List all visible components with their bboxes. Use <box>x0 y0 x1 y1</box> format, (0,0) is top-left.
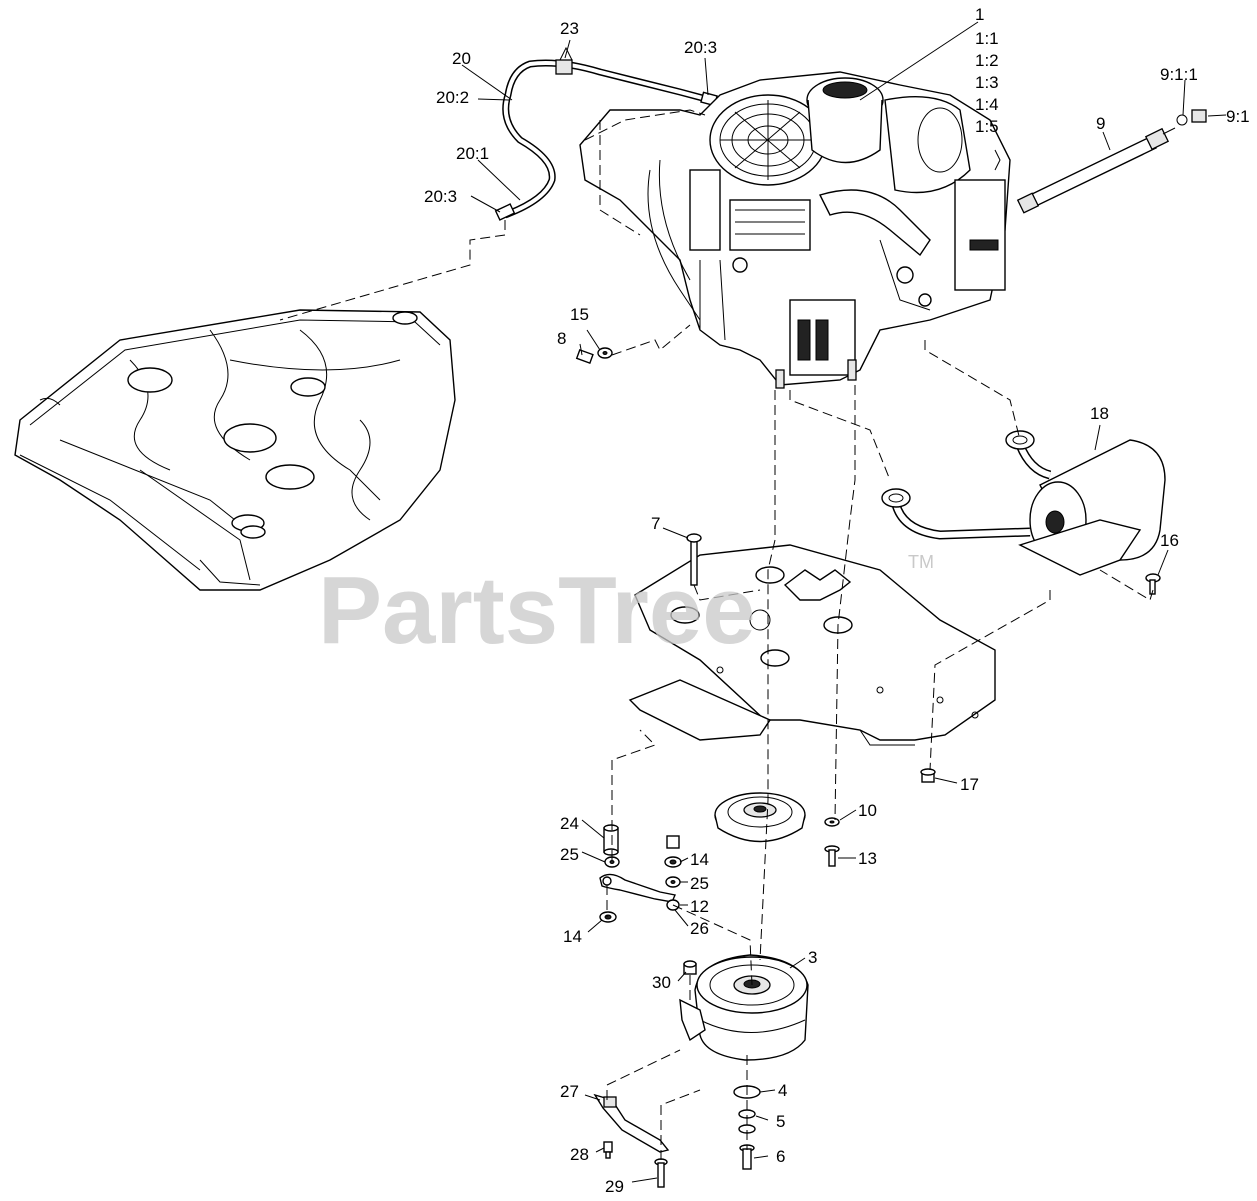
bolt-8[interactable] <box>575 348 594 364</box>
nut-14-bottom[interactable] <box>599 911 617 923</box>
washer-10[interactable] <box>824 817 840 827</box>
callout-20-3-top: 20:3 <box>684 38 717 57</box>
callout-16: 16 <box>1160 531 1179 550</box>
callout-1-3: 1:3 <box>975 73 999 92</box>
washer-25-right[interactable] <box>665 876 681 888</box>
partstree-watermark: PartsTree TM <box>318 552 934 664</box>
fitting-9-1[interactable] <box>1176 109 1207 126</box>
engine-deck-plate[interactable] <box>634 544 996 746</box>
callout-15: 15 <box>570 305 589 324</box>
callout-1-4: 1:4 <box>975 95 999 114</box>
washer-15[interactable] <box>597 347 613 359</box>
heat-shield[interactable] <box>628 679 772 741</box>
callout-10: 10 <box>858 801 877 820</box>
callout-12: 12 <box>690 897 709 916</box>
callout-6: 6 <box>776 1147 785 1166</box>
watermark-trademark: TM <box>908 552 934 572</box>
callout-labels: 1 1:1 1:2 1:3 1:4 1:5 9:1:1 9:1 9 20 20:… <box>424 5 1250 1196</box>
callout-28: 28 <box>570 1145 589 1164</box>
muffler-18[interactable] <box>881 430 1166 576</box>
callout-20: 20 <box>452 49 471 68</box>
bolt-29[interactable] <box>654 1158 668 1188</box>
callout-1-5: 1:5 <box>975 117 999 136</box>
callout-1-2: 1:2 <box>975 51 999 70</box>
nut-17[interactable] <box>920 768 936 783</box>
bolt-16[interactable] <box>1145 573 1161 595</box>
callout-3: 3 <box>808 948 817 967</box>
nut-14-top[interactable] <box>664 835 682 868</box>
callout-7: 7 <box>651 514 660 533</box>
bolt-28[interactable] <box>603 1141 613 1159</box>
callout-20-2: 20:2 <box>436 88 469 107</box>
callout-9-1-1: 9:1:1 <box>1160 65 1198 84</box>
callout-9: 9 <box>1096 114 1105 133</box>
callout-26: 26 <box>690 919 709 938</box>
callout-13: 13 <box>858 849 877 868</box>
bracket-27[interactable] <box>593 1093 670 1153</box>
callout-23: 23 <box>560 19 579 38</box>
callout-30: 30 <box>652 973 671 992</box>
engine[interactable] <box>579 71 1011 389</box>
leader-lines <box>461 21 1227 1183</box>
fuel-tank[interactable] <box>14 309 456 591</box>
pto-clutch-3[interactable] <box>679 954 809 1061</box>
callout-1-1: 1:1 <box>975 29 999 48</box>
callout-25-right: 25 <box>690 874 709 893</box>
callout-1: 1 <box>975 5 984 24</box>
callout-17: 17 <box>960 775 979 794</box>
callout-27: 27 <box>560 1082 579 1101</box>
spacer-24[interactable] <box>603 824 619 856</box>
callout-8: 8 <box>557 329 566 348</box>
watermark-text: PartsTree <box>318 557 756 664</box>
fuel-line-20[interactable] <box>494 59 718 221</box>
callout-18: 18 <box>1090 404 1109 423</box>
callout-20-3-left: 20:3 <box>424 187 457 206</box>
pulley[interactable] <box>714 792 806 843</box>
hose-clamp-23[interactable] <box>555 46 573 75</box>
exhaust-extension-9[interactable] <box>1016 127 1176 214</box>
assembly-lines <box>279 220 1154 1160</box>
callout-14-left: 14 <box>563 927 582 946</box>
callout-29: 29 <box>605 1177 624 1196</box>
callout-9-1: 9:1 <box>1226 107 1250 126</box>
nut-30[interactable] <box>683 960 697 975</box>
bolt-13[interactable] <box>824 845 840 867</box>
callout-25-left: 25 <box>560 845 579 864</box>
callout-20-1: 20:1 <box>456 144 489 163</box>
bracket[interactable] <box>599 873 676 903</box>
callout-14-right: 14 <box>690 850 709 869</box>
callout-5: 5 <box>776 1112 785 1131</box>
callout-24: 24 <box>560 814 579 833</box>
callout-4: 4 <box>778 1081 787 1100</box>
